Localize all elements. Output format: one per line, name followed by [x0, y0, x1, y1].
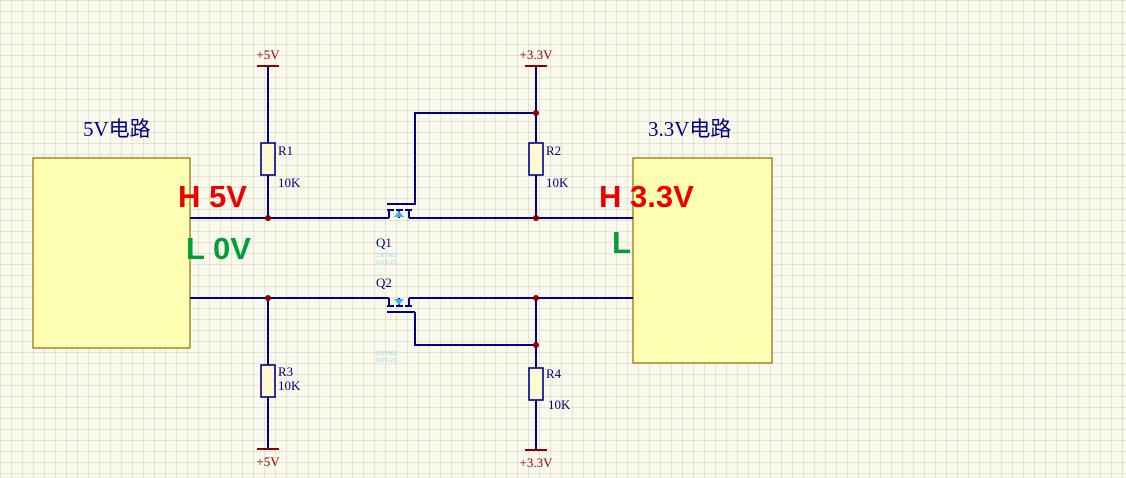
transistor-q1-package-note: SOT-23 [376, 259, 396, 266]
junction-dot [533, 295, 539, 301]
power-label-top-right: +3.3V [520, 47, 554, 62]
junction-dot [265, 295, 271, 301]
junction-dot [533, 342, 539, 348]
resistor-r4-value: 10K [548, 397, 571, 412]
annotation-left-low: L 0V [186, 231, 251, 266]
transistor-q1-symbol [387, 203, 415, 218]
resistor-r2-body [528, 142, 544, 176]
transistor-q1-part-note: 2N7002 [376, 252, 397, 259]
resistor-r1-value: 10K [278, 175, 301, 190]
transistor-q2-symbol [387, 298, 415, 313]
transistor-q2-package-note: SOT-23 [376, 357, 396, 364]
resistor-r2-ref: R2 [546, 143, 561, 158]
junction-dot [533, 215, 539, 221]
resistor-r2-value: 10K [546, 175, 569, 190]
resistor-r3-body [260, 364, 276, 398]
annotation-left-high: H 5V [178, 179, 247, 214]
transistor-q2-part-note: 2N7002 [376, 350, 397, 357]
annotation-right-high: H 3.3V [599, 179, 694, 214]
resistor-r4-ref: R4 [546, 366, 562, 381]
q1-substrate-arrow-icon [394, 211, 404, 217]
left-circuit-label: 5V电路 [83, 117, 151, 141]
resistor-r1-body [260, 142, 276, 176]
wire-q2-gate-to-3v3 [414, 312, 536, 346]
power-label-bottom-right: +3.3V [520, 455, 554, 470]
transistor-q2-ref: Q2 [376, 275, 392, 290]
power-label-top-left: +5V [256, 47, 280, 62]
q2-substrate-arrow-icon [394, 299, 404, 305]
power-label-bottom-left: +5V [256, 454, 280, 469]
left-circuit-block [32, 157, 191, 349]
resistor-r3-value: 10K [278, 378, 301, 393]
junction-dot [533, 110, 539, 116]
right-circuit-label: 3.3V电路 [648, 117, 731, 141]
resistor-r4-body [528, 367, 544, 401]
resistor-r1-ref: R1 [278, 143, 293, 158]
right-circuit-block [632, 157, 773, 364]
wire-q1-gate-to-3v3 [414, 112, 536, 205]
junction-dot [265, 215, 271, 221]
resistor-r3-ref: R3 [278, 364, 293, 379]
transistor-q1-ref: Q1 [376, 235, 392, 250]
annotation-right-low: L [612, 225, 631, 260]
